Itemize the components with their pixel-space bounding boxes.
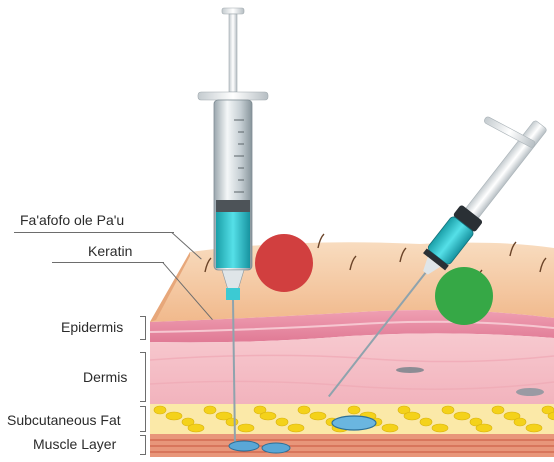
- label-epidermis: Epidermis: [61, 319, 123, 335]
- fat-globule-icon: [476, 424, 492, 432]
- label-muscle-layer: Muscle Layer: [33, 436, 116, 452]
- fat-globule-icon: [288, 424, 304, 432]
- fat-globule-icon: [204, 406, 216, 414]
- keratin-leader: [52, 262, 164, 263]
- fat-globule-icon: [492, 406, 504, 414]
- fat-globule-icon: [226, 418, 238, 426]
- subcutaneous-fat-brace: [140, 406, 146, 432]
- green-marker: [435, 267, 493, 325]
- epidermis-brace: [140, 316, 146, 340]
- dermis-band: [150, 333, 554, 404]
- fat-globule-icon: [166, 412, 182, 420]
- label-skin-surface: Fa'afofo ole Pa'u: [20, 212, 124, 228]
- fat-globule-icon: [420, 418, 432, 426]
- red-marker: [255, 234, 313, 292]
- fat-globule-icon: [404, 412, 420, 420]
- fat-globule-icon: [526, 424, 542, 432]
- fat-globule-icon: [188, 424, 204, 432]
- muscle-layer-brace: [140, 435, 146, 455]
- skin-surface-leader: [14, 232, 174, 233]
- fat-globule-icon: [238, 424, 254, 432]
- injected-bubble-icon: [332, 416, 376, 430]
- label-subcutaneous-fat: Subcutaneous Fat: [7, 412, 121, 428]
- fat-globule-icon: [276, 418, 288, 426]
- fat-globule-icon: [442, 406, 454, 414]
- fat-globule-icon: [260, 412, 276, 420]
- dermis-brace: [140, 352, 146, 402]
- label-dermis: Dermis: [83, 369, 127, 385]
- fat-globule-icon: [348, 406, 360, 414]
- dermis-vessel: [396, 367, 424, 373]
- fat-globule-icon: [154, 406, 166, 414]
- fat-globule-icon: [382, 424, 398, 432]
- injected-bubble-icon: [262, 443, 290, 453]
- fat-globule-icon: [514, 418, 526, 426]
- injected-bubble-icon: [229, 441, 259, 451]
- skin-surface-top: [150, 242, 554, 322]
- dermis-vessel: [516, 388, 544, 396]
- fat-globule-icon: [298, 406, 310, 414]
- fat-globule-icon: [310, 412, 326, 420]
- label-keratin: Keratin: [88, 243, 132, 259]
- fat-globule-icon: [454, 412, 470, 420]
- fat-globule-icon: [432, 424, 448, 432]
